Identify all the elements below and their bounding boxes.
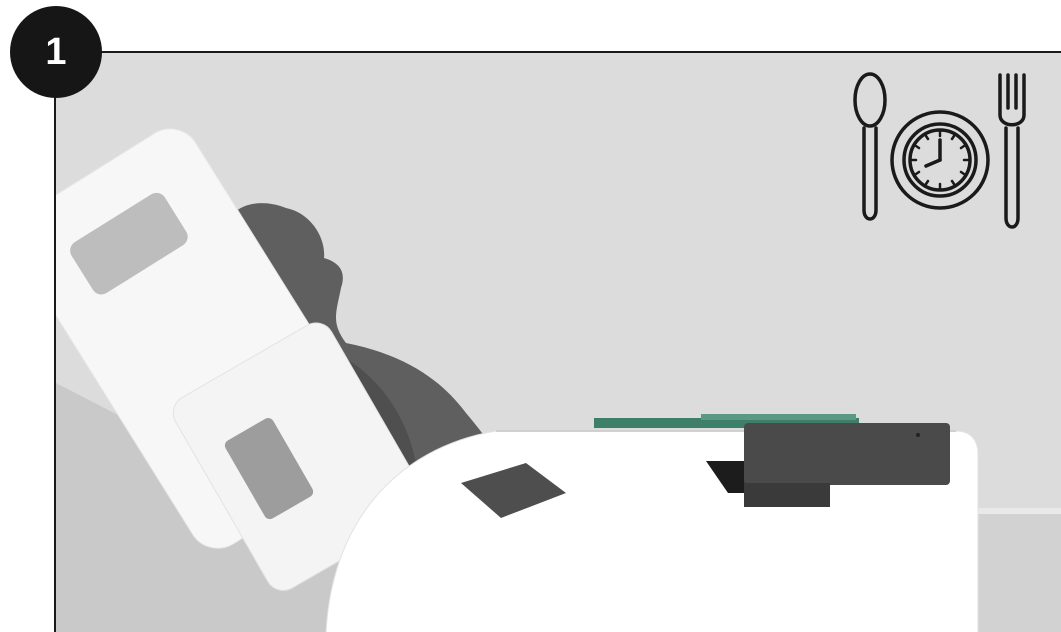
step-number-badge: 1 bbox=[10, 6, 102, 98]
tray-indicator bbox=[916, 433, 920, 437]
bed-rail-right-edge bbox=[976, 508, 1061, 514]
meal-time-icon bbox=[850, 70, 1030, 235]
fork-icon bbox=[1000, 75, 1024, 227]
tray-top-highlight bbox=[701, 414, 856, 420]
tray-body bbox=[744, 423, 950, 485]
step-number: 1 bbox=[45, 33, 66, 71]
spoon-icon bbox=[855, 74, 885, 219]
tray-underside bbox=[744, 483, 830, 507]
bed-rail-right bbox=[976, 508, 1061, 632]
clock-plate-icon bbox=[892, 112, 988, 208]
